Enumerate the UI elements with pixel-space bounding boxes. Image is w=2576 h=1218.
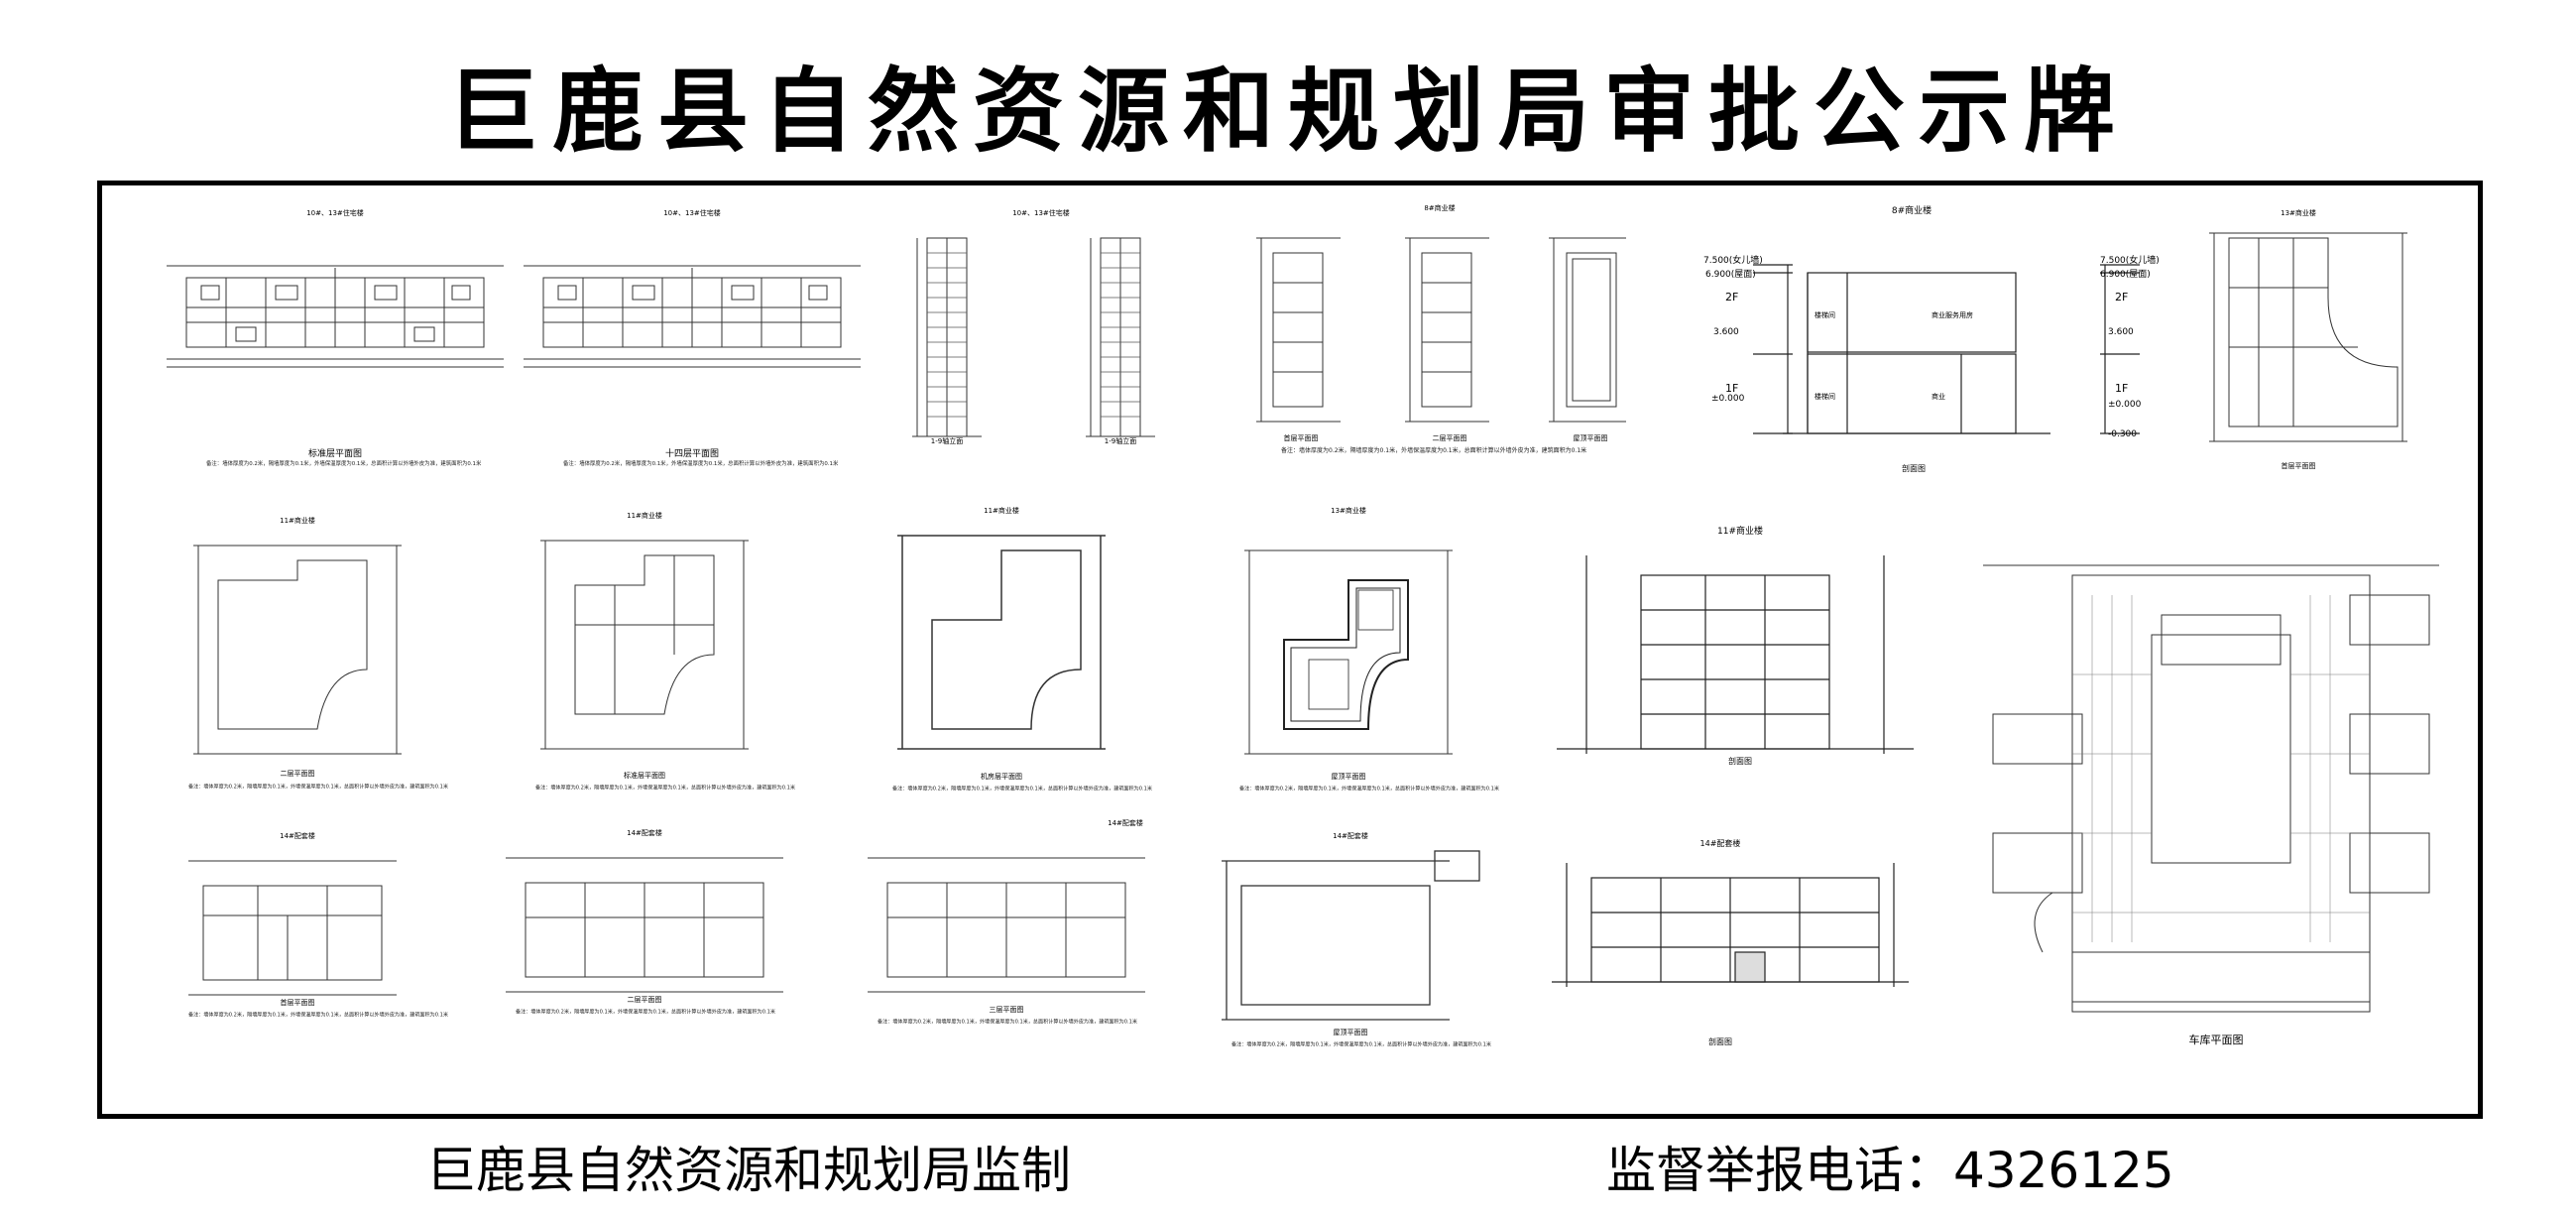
elevation-parapet: 7.500(女儿墙) (1703, 256, 1763, 266)
drawing-caption: 屋顶平面图 (1333, 1029, 1368, 1036)
caption-roof: 屋顶平面图 (1573, 434, 1608, 442)
footer-supervisor: 巨鹿县自然资源和规划局监制 (426, 1142, 1071, 1199)
page-title: 巨鹿县自然资源和规划局审批公示牌 (446, 59, 2129, 165)
drawing-caption: 机房层平面图 (981, 773, 1022, 781)
floor-plan (1244, 549, 1453, 755)
caption-first-floor: 首层平面图 (1283, 434, 1319, 442)
elevation-ground-right: ±0.000 (2108, 400, 2142, 410)
floor-plan (193, 545, 402, 755)
drawing-caption: 三层平面图 (989, 1006, 1024, 1014)
floor-label-2f-right: 2F (2115, 291, 2129, 304)
section-drawing (1753, 264, 2140, 434)
drawing-caption: 车库平面图 (2188, 1034, 2244, 1046)
floor-label-1f-right: 1F (2115, 382, 2129, 395)
floor-plan (1222, 850, 1480, 1021)
drawing-title: 14#配套楼 (1108, 819, 1143, 827)
drawing-note: 备注：墙体厚度为0.2米，隔墙厚度为0.1米，外墙保温厚度为0.1米，总面积计算… (535, 785, 795, 792)
elevation-second-floor: 3.600 (1713, 327, 1739, 337)
drawing-note: 备注：墙体厚度为0.2米，隔墙厚度为0.1米，外墙保温厚度为0.1米，总面积计算… (516, 1009, 775, 1016)
drawing-title: 10#、13#住宅楼 (663, 209, 721, 217)
drawing-note: 备注：墙体厚度为0.2米，隔墙厚度为0.1米，外墙保温厚度为0.1米，总面积计算… (563, 460, 839, 467)
drawing-note: 备注：墙体厚度为0.2米，隔墙厚度为0.1米，外墙保温厚度为0.1米，总面积计算… (1281, 447, 1587, 454)
floor-plan (188, 860, 397, 996)
drawing-note: 备注：墙体厚度为0.2米，隔墙厚度为0.1米，外墙保温厚度为0.1米，总面积计算… (892, 786, 1152, 792)
drawing-caption: 屋顶平面图 (1331, 773, 1366, 781)
floor-plan (167, 265, 504, 368)
drawing-caption: 剖面图 (1902, 464, 1926, 473)
elevation-second-floor-right: 3.600 (2108, 327, 2134, 337)
drawing-title: 10#、13#住宅楼 (1012, 209, 1070, 217)
garage-plan (1983, 564, 2439, 1013)
drawing-note: 备注：墙体厚度为0.2米，隔墙厚度为0.1米，外墙保温厚度为0.1米，总面积计算… (1239, 786, 1499, 792)
floor-label-2f: 2F (1725, 291, 1739, 304)
drawing-title: 11#商业楼 (1717, 527, 1763, 537)
drawing-title: 14#配套楼 (1699, 839, 1741, 848)
drawing-title: 10#、13#住宅楼 (306, 209, 364, 217)
drawing-caption-right: 1-9轴立面 (1104, 437, 1137, 445)
drawing-caption-left: 1-9轴立面 (930, 437, 964, 445)
drawing-caption: 剖面图 (1728, 757, 1752, 766)
drawing-caption: 标准层平面图 (624, 772, 665, 780)
drawing-caption: 二层平面图 (627, 996, 662, 1004)
drawing-title: 11#商业楼 (627, 512, 662, 520)
drawing-frame (97, 181, 2483, 1119)
drawing-title: 14#配套楼 (280, 832, 315, 840)
drawing-note: 备注：墙体厚度为0.2米，隔墙厚度为0.1米，外墙保温厚度为0.1米，总面积计算… (206, 460, 482, 467)
section-label-commercial: 商业 (1932, 393, 1945, 401)
section-label-stair-lower: 楼梯间 (1815, 393, 1835, 401)
floor-plan (506, 857, 783, 993)
floor-plan (897, 535, 1106, 750)
drawing-title: 11#商业楼 (280, 517, 315, 525)
drawing-title: 11#商业楼 (984, 507, 1019, 515)
drawing-title: 14#配套楼 (627, 829, 662, 837)
elevation-drawings (912, 237, 1155, 437)
floor-plan (540, 540, 749, 750)
drawing-caption: 标准层平面图 (307, 449, 362, 459)
caption-second-floor: 二层平面图 (1432, 434, 1467, 442)
floor-plan (868, 857, 1145, 993)
elevation-roof: 6.900(屋面) (1705, 270, 1756, 280)
section-drawing (1557, 555, 1914, 754)
floor-plan (2209, 232, 2407, 442)
section-label-service: 商业服务用房 (1932, 311, 1973, 319)
floor-plan (524, 265, 861, 368)
section-label-stair-upper: 楼梯间 (1815, 311, 1835, 319)
drawing-caption: 剖面图 (1708, 1037, 1732, 1046)
floor-plans (1256, 237, 1626, 423)
drawing-title: 8#商业楼 (1424, 204, 1456, 212)
elevation-roof-right: 6.900(屋面) (2100, 270, 2151, 280)
drawing-title: 13#商业楼 (2281, 209, 2316, 217)
floor-label-1f: 1F (1725, 382, 1739, 395)
drawing-note: 备注：墙体厚度为0.2米，隔墙厚度为0.1米，外墙保温厚度为0.1米，总面积计算… (1231, 1041, 1491, 1048)
drawing-caption: 二层平面图 (280, 770, 315, 778)
drawing-caption: 首层平面图 (280, 999, 315, 1007)
drawing-note: 备注：墙体厚度为0.2米，隔墙厚度为0.1米，外墙保温厚度为0.1米，总面积计算… (878, 1019, 1137, 1026)
drawing-title: 8#商业楼 (1891, 206, 1932, 216)
drawing-note: 备注：墙体厚度为0.2米，隔墙厚度为0.1米，外墙保温厚度为0.1米，总面积计算… (188, 1012, 448, 1019)
elevation-below-right: -0.300 (2108, 429, 2138, 439)
drawing-note: 备注：墙体厚度为0.2米，隔墙厚度为0.1米，外墙保温厚度为0.1米，总面积计算… (188, 784, 448, 791)
section-drawing (1552, 863, 1909, 987)
drawing-caption: 首层平面图 (2281, 462, 2316, 470)
drawing-title: 13#商业楼 (1331, 507, 1366, 515)
drawing-caption: 十四层平面图 (664, 449, 719, 459)
drawing-title: 14#配套楼 (1333, 832, 1368, 840)
elevation-parapet-right: 7.500(女儿墙) (2100, 256, 2160, 266)
footer-hotline: 监督举报电话：4326125 (1606, 1142, 2174, 1199)
elevation-ground: ±0.000 (1711, 394, 1745, 404)
